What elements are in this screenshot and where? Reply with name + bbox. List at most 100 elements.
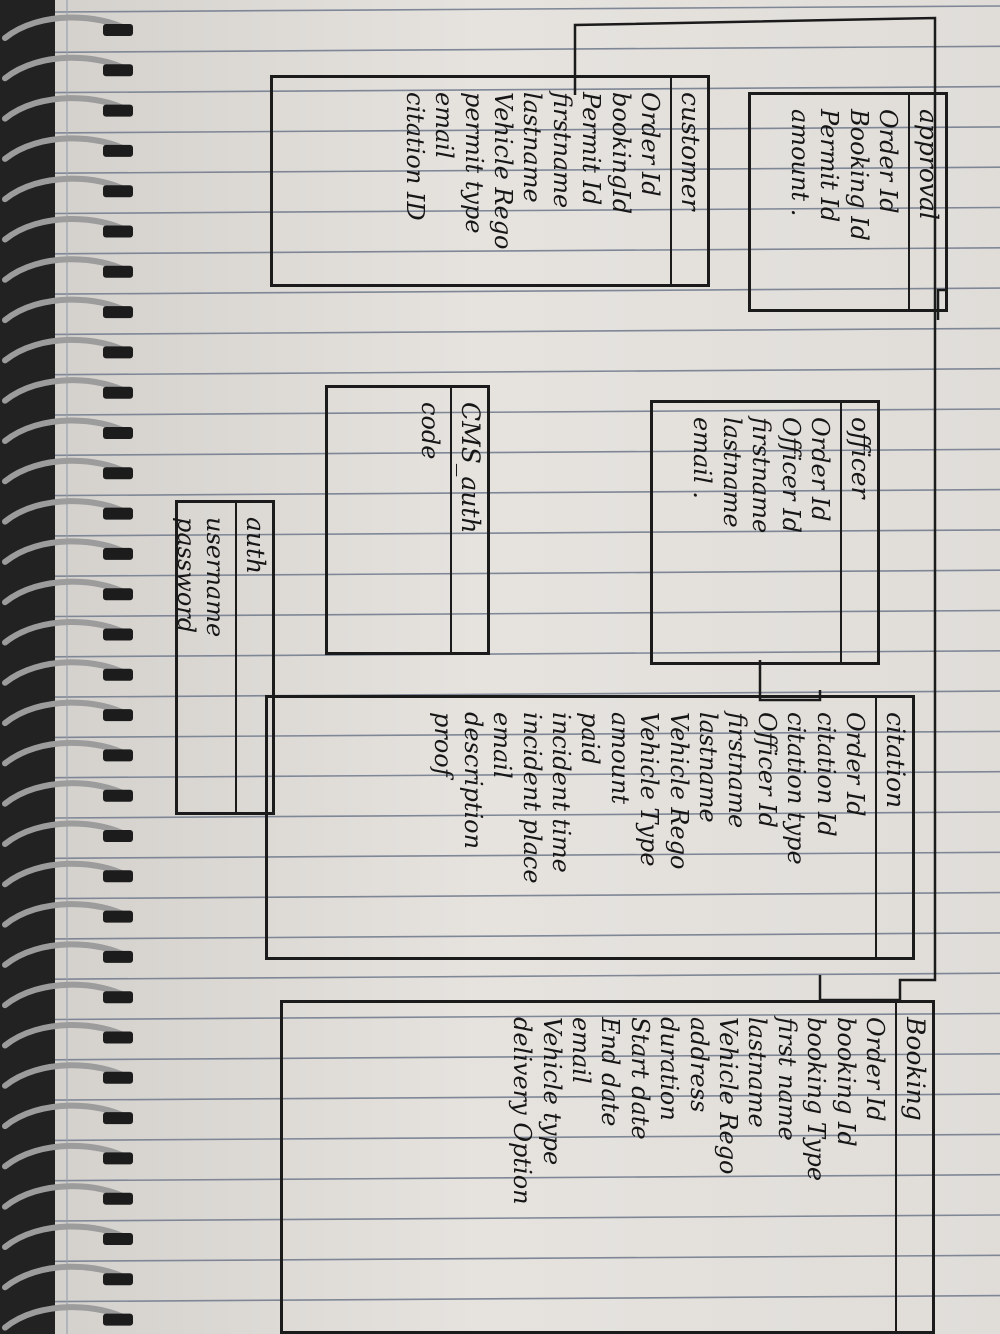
punch-hole	[103, 306, 133, 319]
entity-field: lastname	[743, 1017, 772, 1128]
ruled-line	[55, 5, 1000, 13]
ruled-line	[55, 488, 1000, 497]
entity-field: Order Id	[841, 712, 869, 817]
entity-field: Order Id	[874, 109, 902, 214]
punch-hole	[103, 265, 133, 278]
connector-officer-citation	[758, 660, 822, 702]
ruled-line	[55, 891, 1000, 900]
entity-field: email	[488, 712, 517, 779]
punch-hole	[103, 64, 133, 77]
entity-field: Permit Id	[577, 92, 606, 206]
ruled-line	[55, 448, 1000, 457]
punch-hole	[103, 830, 133, 842]
punch-hole	[103, 104, 133, 117]
entity-title: approval	[908, 95, 943, 309]
entity-cms-auth: CMS_auth code	[325, 385, 490, 655]
ruled-line	[55, 529, 1000, 537]
entity-auth: auth username password	[172, 500, 275, 815]
entity-field: incident time	[546, 712, 575, 873]
ruled-line	[55, 1173, 1000, 1182]
entity-field: citation ID	[400, 92, 429, 221]
entity-field: lastname	[693, 712, 722, 823]
punch-hole	[103, 950, 133, 963]
ruled-line	[55, 972, 1000, 980]
ruled-line	[55, 287, 1000, 295]
entity-field: code	[416, 402, 444, 460]
ruled-line	[55, 770, 1000, 779]
ruled-line	[55, 811, 1000, 819]
entity-field: amount .	[785, 109, 814, 217]
entity-field: Order Id	[861, 1017, 889, 1122]
punch-hole	[103, 588, 133, 601]
ruled-line	[55, 367, 1000, 376]
ruled-line	[55, 1012, 1000, 1021]
entity-booking: Booking Order Id booking Id booking Type…	[280, 1000, 935, 1334]
ruled-lines	[55, 0, 1000, 1334]
entity-title: Booking	[895, 1003, 930, 1331]
punch-hole	[103, 427, 133, 439]
punch-hole	[103, 991, 133, 1004]
entity-field: Order Id	[806, 417, 834, 522]
spiral-binding	[2, 14, 133, 1331]
punch-hole	[103, 709, 133, 722]
entity-customer: customer Order Id bookingId Permit Id fi…	[270, 75, 710, 287]
entity-field: End date	[596, 1017, 625, 1127]
entity-field: firstname	[547, 92, 576, 209]
punch-hole	[103, 144, 133, 157]
punch-hole	[103, 225, 133, 238]
ruled-line	[55, 206, 1000, 215]
punch-hole	[103, 870, 133, 883]
entity-title: officer	[840, 403, 875, 662]
entity-field: bookingId	[606, 92, 635, 215]
punch-hole	[103, 547, 133, 560]
entity-field: email	[566, 1017, 595, 1084]
entity-field: lastname	[518, 92, 547, 203]
entity-field: Vehicle Rego	[664, 712, 693, 870]
entity-field: Order Id	[636, 92, 664, 197]
entity-field: username	[201, 517, 229, 638]
connector-approval-booking	[573, 16, 937, 1002]
punch-hole	[103, 1192, 133, 1205]
entity-field: Officer Id	[752, 712, 781, 828]
ruled-line	[55, 650, 1000, 658]
entity-field: email .	[688, 417, 717, 499]
entity-field: password	[171, 517, 200, 634]
entity-field: duration	[655, 1017, 684, 1121]
entity-field: description	[458, 712, 487, 850]
punch-hole	[103, 1071, 133, 1084]
entity-field: booking Type	[802, 1017, 831, 1182]
entity-field: paid	[576, 712, 605, 765]
ruled-line	[55, 932, 1000, 940]
punch-hole	[103, 1031, 133, 1044]
ruled-line	[55, 408, 1000, 416]
entity-field: lastname	[717, 417, 746, 528]
punch-hole	[103, 668, 133, 681]
punch-hole	[103, 749, 133, 762]
ruled-line	[55, 327, 1000, 336]
entity-title: citation	[875, 698, 910, 957]
ruled-line	[55, 85, 1000, 94]
entity-field: first name	[772, 1017, 801, 1141]
entity-field: firstname	[747, 417, 776, 534]
punch-hole	[103, 1273, 133, 1286]
punch-hole	[103, 507, 133, 520]
punch-hole	[103, 386, 133, 399]
punch-hole	[103, 1313, 133, 1326]
entity-field: citation type	[782, 712, 811, 865]
ruled-line	[55, 126, 1000, 134]
punch-hole	[103, 1233, 133, 1245]
entity-field: Permit Id	[815, 109, 844, 223]
punch-hole	[103, 346, 133, 359]
entity-approval: approval Order Id Booking Id Permit Id a…	[748, 92, 948, 312]
ruled-line	[55, 45, 1000, 54]
entity-citation: citation Order Id citation Id citation t…	[265, 695, 915, 960]
lined-paper	[55, 0, 1000, 1334]
punch-hole	[103, 467, 133, 480]
entity-field: Vehicle Rego	[488, 92, 517, 250]
entity-officer: officer Order Id Officer Id firstname la…	[650, 400, 880, 665]
ruled-line	[55, 851, 1000, 860]
ruled-line	[55, 1254, 1000, 1263]
entity-field: incident place	[517, 712, 546, 884]
ruled-line	[55, 1214, 1000, 1222]
